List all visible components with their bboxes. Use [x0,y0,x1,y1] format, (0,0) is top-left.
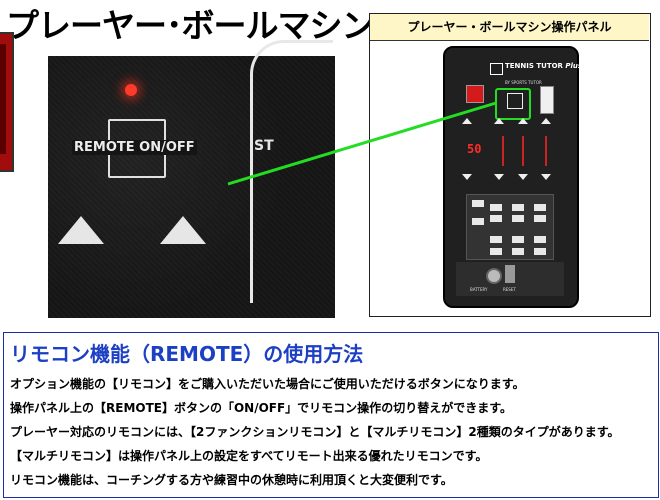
up-arrow-icon [494,118,504,124]
control-panel-title: プレーヤー・ボールマシン操作パネル [370,14,649,41]
photo-display-readout-inner [0,44,6,154]
panel-brand-name: TENNIS TUTOR [505,62,563,70]
mode-button [512,236,524,243]
mode-button [512,204,524,211]
mode-button [534,236,546,243]
indicator-led-column [522,136,524,166]
usage-line: オプション機能の【リモコン】をご購入いただいた場合にご使用いただけるボタンになり… [10,377,525,391]
down-arrow-icon [518,174,528,180]
photo-side-text: ST [254,138,274,154]
remote-button-photo [48,56,335,318]
indicator-led-column [502,136,504,166]
usage-description-box [3,332,659,498]
mode-button [472,200,484,207]
down-arrow-icon [462,174,472,180]
mode-button [512,248,524,255]
mode-button [490,236,502,243]
down-arrow-icon [494,174,504,180]
up-arrow-icon [58,216,104,244]
up-arrow-icon [160,216,206,244]
mode-button [490,215,502,222]
usage-title: リモコン機能（REMOTE）の使用方法 [10,342,364,366]
mode-button [534,215,546,222]
photo-remote-label: REMOTE ON/OFF [72,140,197,155]
down-arrow-icon [541,174,551,180]
mode-button [534,204,546,211]
panel-brand: TENNIS TUTOR Plus [505,62,582,70]
up-arrow-icon [462,118,472,124]
reset-switch-icon [505,265,515,283]
reset-label: RESET [503,287,516,292]
battery-knob-icon [486,268,502,284]
panel-brand-sub: BY SPORTS TUTOR [505,80,542,85]
mode-button [534,248,546,255]
photo-panel-outline [250,40,333,303]
mode-button [490,248,502,255]
panel-brand-plus: Plus [565,62,583,70]
remote-button-highlight [495,88,531,120]
usage-line: 操作パネル上の【REMOTE】ボタンの「ON/OFF」でリモコン操作の切り替えが… [10,401,512,415]
indicator-led-column [545,136,547,166]
panel-readout [540,86,554,114]
power-button [466,85,484,103]
usage-line: プレーヤー対応のリモコンには、【2ファンクションリモコン】と【マルチリモコン】2… [10,425,620,439]
photo-texture [48,56,335,318]
page-title: プレーヤー･ボールマシン [6,6,374,45]
tennis-tutor-logo-icon [490,63,503,75]
mode-button [512,215,524,222]
usage-line: リモコン機能は、コーチングする方や練習中の休憩時に利用頂くと大変便利です。 [10,473,453,487]
remote-led-icon [125,84,137,96]
usage-line: 【マルチリモコン】は操作パネル上の設定をすべてリモート出来る優れたリモコンです。 [10,449,488,463]
mode-button [490,204,502,211]
mode-button [472,218,484,225]
battery-label: BATTERY [470,287,488,292]
up-arrow-icon [541,118,551,124]
speed-display: 50 [467,142,482,156]
panel-remote-button [507,93,523,109]
up-arrow-icon [518,118,528,124]
